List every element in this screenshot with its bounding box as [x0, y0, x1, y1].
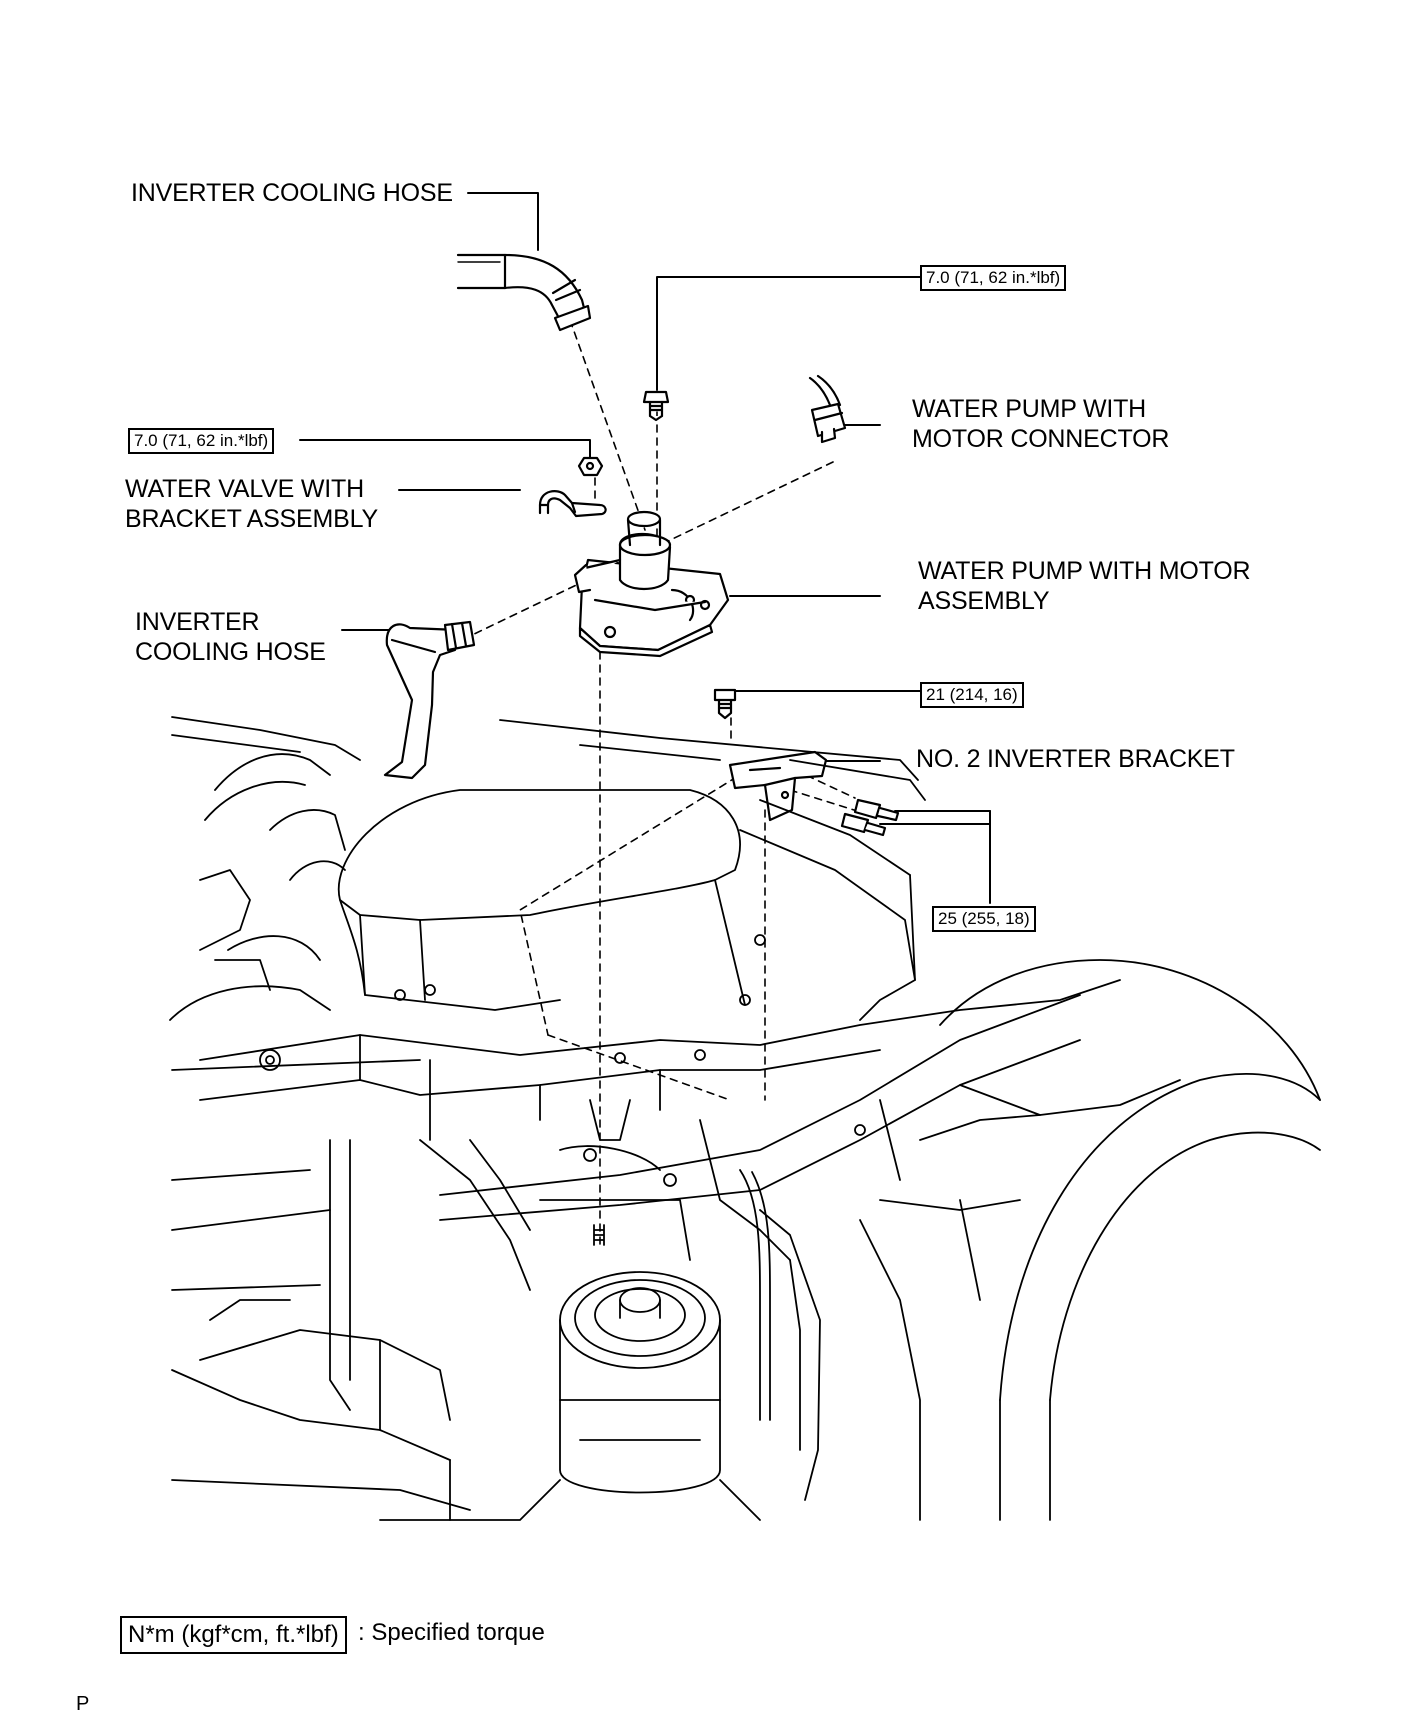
- inverter-cooling-hose-left: [383, 620, 476, 780]
- pump-bolt: [642, 390, 670, 422]
- no2-inverter-bracket: [728, 750, 828, 822]
- legend-description-text: Specified torque: [371, 1619, 545, 1646]
- leader-lines: [299, 192, 991, 904]
- water-valve-bracket: [538, 490, 607, 518]
- pump-connector: [808, 374, 847, 444]
- inverter-cooling-hose-top: [456, 253, 592, 332]
- alignment-lines: [469, 319, 871, 1251]
- page-footer-code: P: [76, 1693, 90, 1715]
- torque-pump-bolt: 7.0 (71, 62 in.*lbf): [920, 265, 1067, 291]
- label-water-pump-connector: WATER PUMP WITH MOTOR CONNECTOR: [912, 395, 1170, 453]
- label-inverter-cooling-hose-top: INVERTER COOLING HOSE: [131, 179, 453, 207]
- bracket-side-bolts: [840, 798, 900, 837]
- legend-description: : Specified torque: [358, 1616, 545, 1650]
- engine-bay-outline: [169, 716, 1321, 1521]
- bracket-bolt: [713, 688, 737, 720]
- water-pump-assembly: [573, 510, 730, 658]
- valve-nut: [577, 456, 604, 477]
- torque-bracket-bolt: 21 (214, 16): [920, 682, 1024, 708]
- label-no2-inverter-bracket: NO. 2 INVERTER BRACKET: [916, 745, 1235, 773]
- legend-separator: :: [358, 1619, 365, 1646]
- label-water-pump-assembly: WATER PUMP WITH MOTOR ASSEMBLY: [918, 557, 1251, 615]
- label-inverter-cooling-hose-left: INVERTER COOLING HOSE: [135, 608, 326, 666]
- legend-unit-box: N*m (kgf*cm, ft.*lbf): [120, 1616, 347, 1654]
- torque-bracket-side-bolts: 25 (255, 18): [932, 906, 1036, 932]
- torque-valve-nut: 7.0 (71, 62 in.*lbf): [128, 428, 275, 454]
- label-water-valve-bracket: WATER VALVE WITH BRACKET ASSEMBLY: [125, 475, 378, 533]
